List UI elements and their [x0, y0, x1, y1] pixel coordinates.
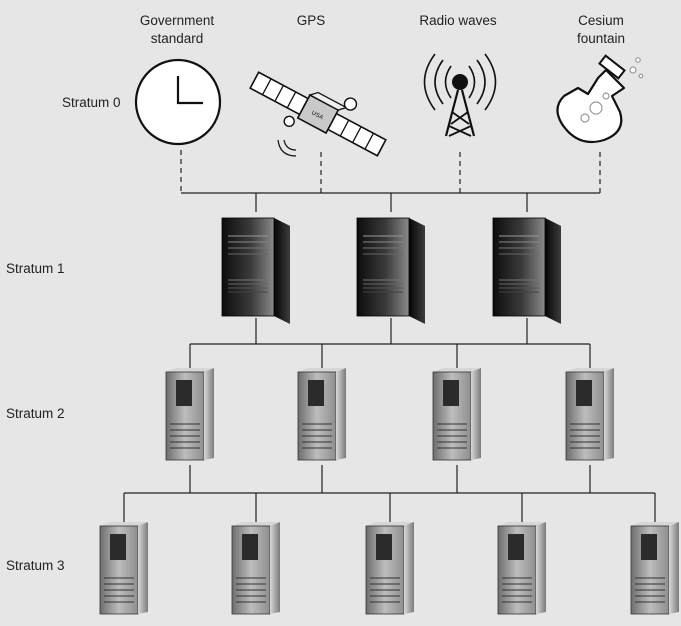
stratum-3-server-1 — [99, 522, 148, 615]
connector-lines — [123, 192, 656, 524]
stratum-1-server-3 — [492, 217, 561, 324]
stratum-1-server-2 — [356, 217, 425, 324]
stratum-2-server-2 — [297, 368, 346, 461]
source-cesium-label-line1: Cesium — [578, 13, 624, 28]
stratum-3-server-3 — [365, 522, 414, 615]
stratum-3-server-4 — [497, 522, 546, 615]
stratum-2-label: Stratum 2 — [6, 406, 65, 421]
stratum-2-server-4 — [565, 368, 614, 461]
stratum-1-label: Stratum 1 — [6, 261, 65, 276]
stratum-2-server-3 — [432, 368, 481, 461]
stratum-3-label: Stratum 3 — [6, 558, 65, 573]
stratum-3-server-5 — [630, 522, 679, 615]
source-government-label-line2: standard — [151, 31, 204, 46]
source-gps-label: GPS — [297, 13, 326, 28]
satellite-icon: USA — [249, 71, 387, 157]
stratum-0-to-1-dashed-links — [180, 150, 601, 193]
radio-tower-icon — [423, 53, 497, 137]
stratum-0-label: Stratum 0 — [62, 95, 121, 110]
flask-icon — [556, 54, 644, 144]
satellite-tag-text: USA — [310, 110, 324, 121]
source-radio-label: Radio waves — [419, 13, 497, 28]
stratum-3-server-2 — [231, 522, 280, 615]
source-government-label-line1: Government — [140, 13, 215, 28]
stratum-1-server-1 — [221, 217, 290, 324]
stratum-2-server-1 — [165, 368, 214, 461]
clock-icon — [134, 58, 222, 146]
satellite-signal-waves — [277, 139, 297, 157]
source-cesium-label-line2: fountain — [577, 31, 625, 46]
